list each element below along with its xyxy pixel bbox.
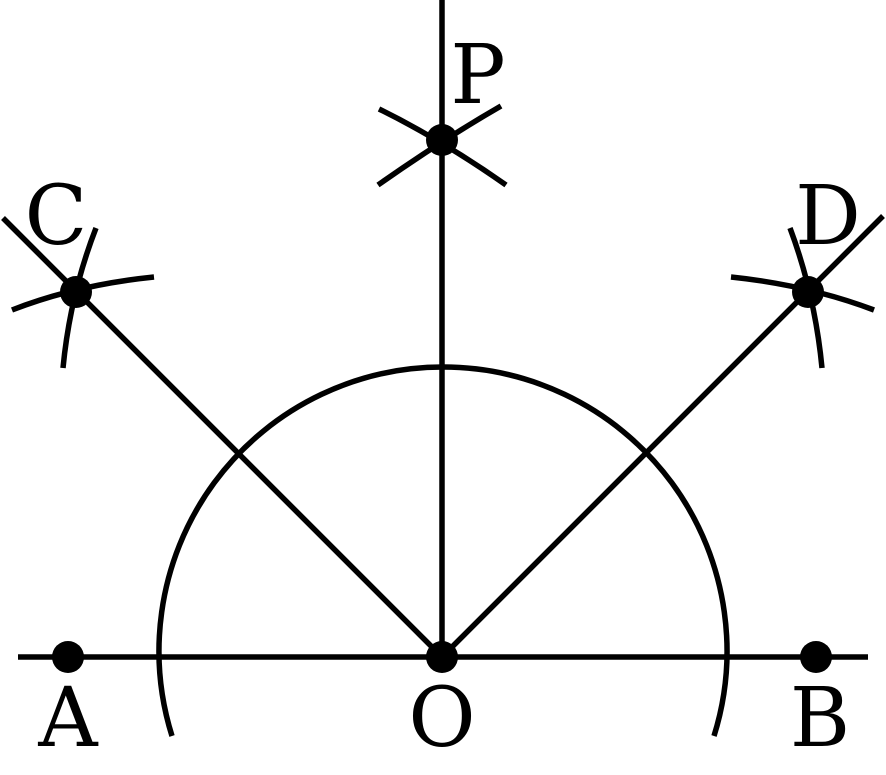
point-d [792, 276, 824, 308]
label-p: P [450, 28, 505, 123]
point-a [52, 641, 84, 673]
label-a: A [37, 671, 99, 766]
semicircle-arc [156, 364, 730, 737]
label-o: O [408, 671, 475, 766]
label-b: B [790, 671, 850, 766]
point-c [60, 276, 92, 308]
point-o [426, 641, 458, 673]
point-p [426, 124, 458, 156]
label-d: D [795, 169, 861, 264]
point-b [800, 641, 832, 673]
label-c: C [25, 169, 88, 264]
